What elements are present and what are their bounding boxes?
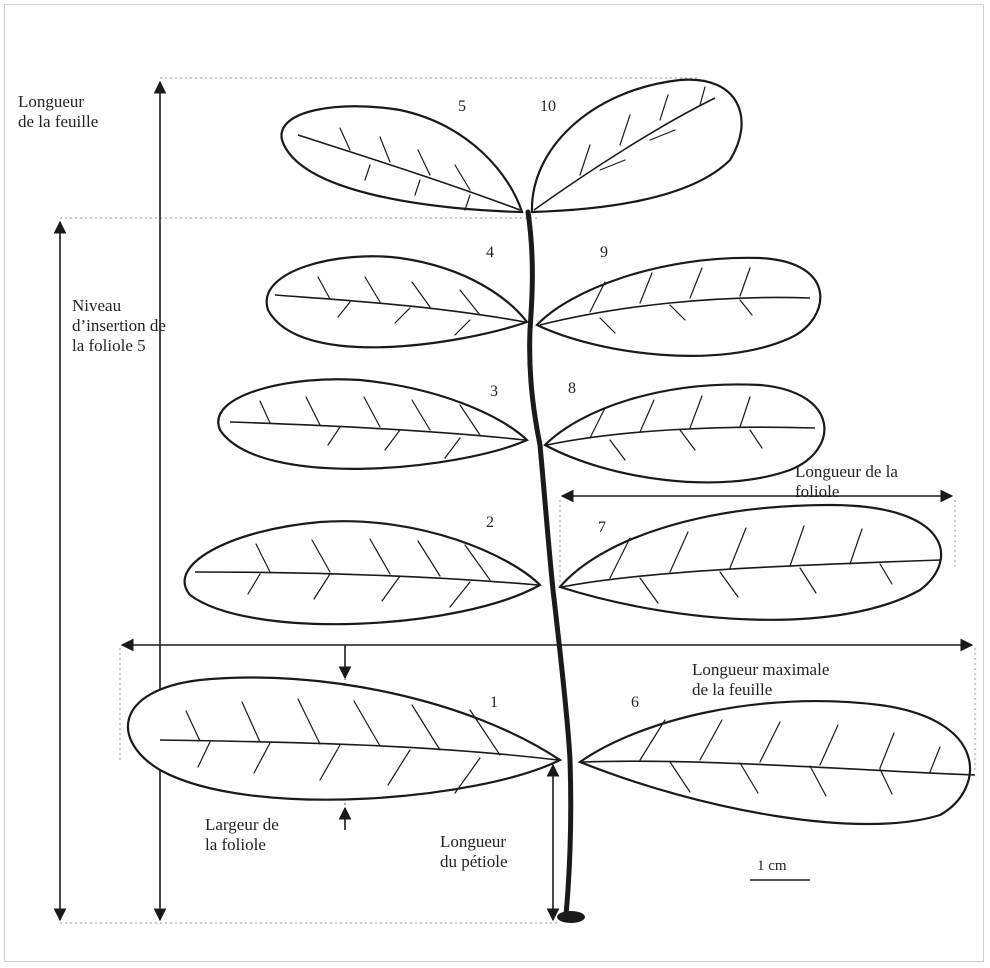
leaflet-5 bbox=[281, 106, 522, 212]
leaf-length-label: Longueur de la feuille bbox=[18, 92, 98, 132]
leaflet-number-4: 4 bbox=[486, 244, 494, 262]
leaflets bbox=[128, 80, 970, 824]
petiole-base bbox=[557, 911, 585, 923]
leaflet-3 bbox=[218, 379, 527, 469]
insertion-level-label: Niveau d’insertion de la foliole 5 bbox=[72, 296, 166, 356]
leaflet-number-5: 5 bbox=[458, 98, 466, 116]
leaflet-number-2: 2 bbox=[486, 514, 494, 532]
leaflet-number-9: 9 bbox=[600, 244, 608, 262]
leaflet-number-1: 1 bbox=[490, 694, 498, 712]
leaflet-9 bbox=[537, 258, 820, 356]
leaflet-number-7: 7 bbox=[598, 519, 606, 537]
petiole-length-label: Longueur du pétiole bbox=[440, 832, 508, 872]
leaflet-number-10: 10 bbox=[540, 98, 556, 116]
leaflet-8 bbox=[545, 384, 824, 482]
leaflet-10 bbox=[532, 80, 742, 212]
leaflet-number-8: 8 bbox=[568, 380, 576, 398]
scale-label: 1 cm bbox=[757, 856, 787, 876]
max-leaf-length-label: Longueur maximale de la feuille bbox=[692, 660, 829, 700]
leaflet-number-6: 6 bbox=[631, 694, 639, 712]
leaflet-width-label: Largeur de la foliole bbox=[205, 815, 279, 855]
leaflet-number-3: 3 bbox=[490, 383, 498, 401]
leaflet-4 bbox=[267, 256, 527, 347]
leaflet-length-label: Longueur de la foliole bbox=[795, 462, 898, 502]
leaflet-6 bbox=[580, 701, 970, 824]
